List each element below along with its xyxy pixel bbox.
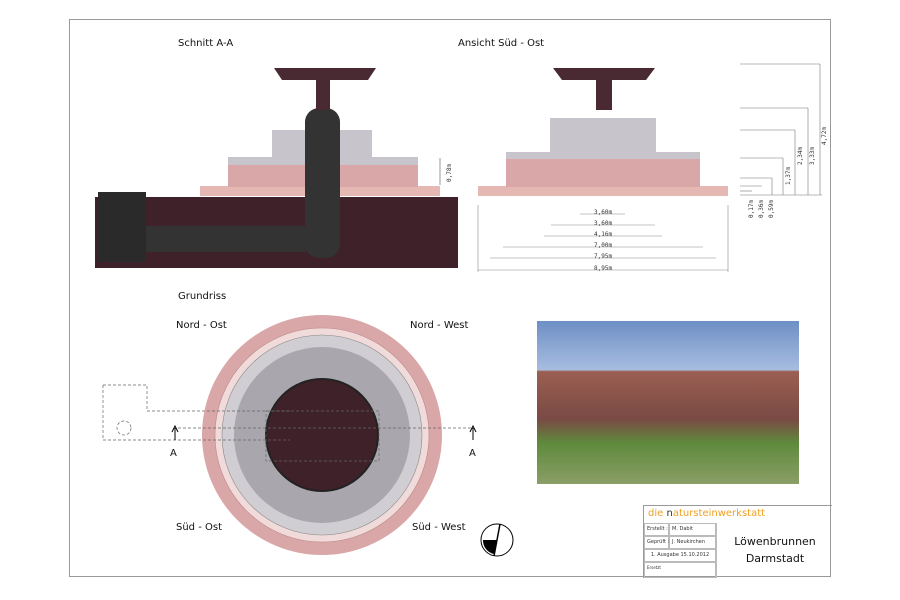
- label-north-west: Nord - West: [410, 320, 469, 331]
- height-dim: 2,34m: [797, 146, 804, 165]
- width-dim: 7,00m: [594, 242, 613, 249]
- erstellt-value: M. Dabit: [669, 523, 716, 536]
- elevation-title: Ansicht Süd - Ost: [458, 38, 545, 49]
- width-dim: 3,60m: [594, 220, 613, 227]
- ersetzt: Ersetzt: [644, 562, 716, 578]
- section-marker-right: A: [469, 448, 476, 459]
- label-south-east: Süd - Ost: [176, 522, 223, 533]
- label-south-west: Süd - West: [412, 522, 466, 533]
- height-dim: 0,59m: [768, 199, 775, 218]
- plan-title: Grundriss: [178, 291, 227, 302]
- dim-section-height: 0,78m: [446, 163, 453, 182]
- height-dim: 3,33m: [809, 146, 816, 165]
- width-dim: 3,60m: [594, 209, 613, 216]
- height-dim: 0,36m: [758, 199, 765, 218]
- section-title: Schnitt A-A: [178, 38, 234, 49]
- geprueft-value: J. Neukirchen: [669, 536, 716, 549]
- edition: 1. Ausgabe 15.10.2012: [644, 549, 716, 562]
- section-drawing: [95, 68, 458, 268]
- section-marker-left: A: [170, 448, 177, 459]
- drawing-frame: [69, 19, 831, 577]
- label-north-east: Nord - Ost: [176, 320, 227, 331]
- width-dim: 7,95m: [594, 253, 613, 260]
- width-dim: 4,16m: [594, 231, 613, 238]
- plan-drawing: [102, 315, 477, 555]
- height-dim: 0,17m: [748, 199, 755, 218]
- elevation-drawing: [477, 63, 822, 272]
- geprueft-label: Geprüft :: [644, 536, 669, 549]
- erstellt-label: Erstellt :: [644, 523, 669, 536]
- title-block: die natursteinwerkstatt Erstellt : M. Da…: [643, 505, 832, 578]
- width-dim: 8,95m: [594, 265, 613, 272]
- north-arrow-icon: [480, 523, 514, 557]
- height-dim: 4,72m: [821, 126, 828, 145]
- height-dim: 1,37m: [785, 166, 792, 185]
- fountain-photo: [537, 321, 799, 484]
- brand-logo: die natursteinwerkstatt: [648, 508, 766, 519]
